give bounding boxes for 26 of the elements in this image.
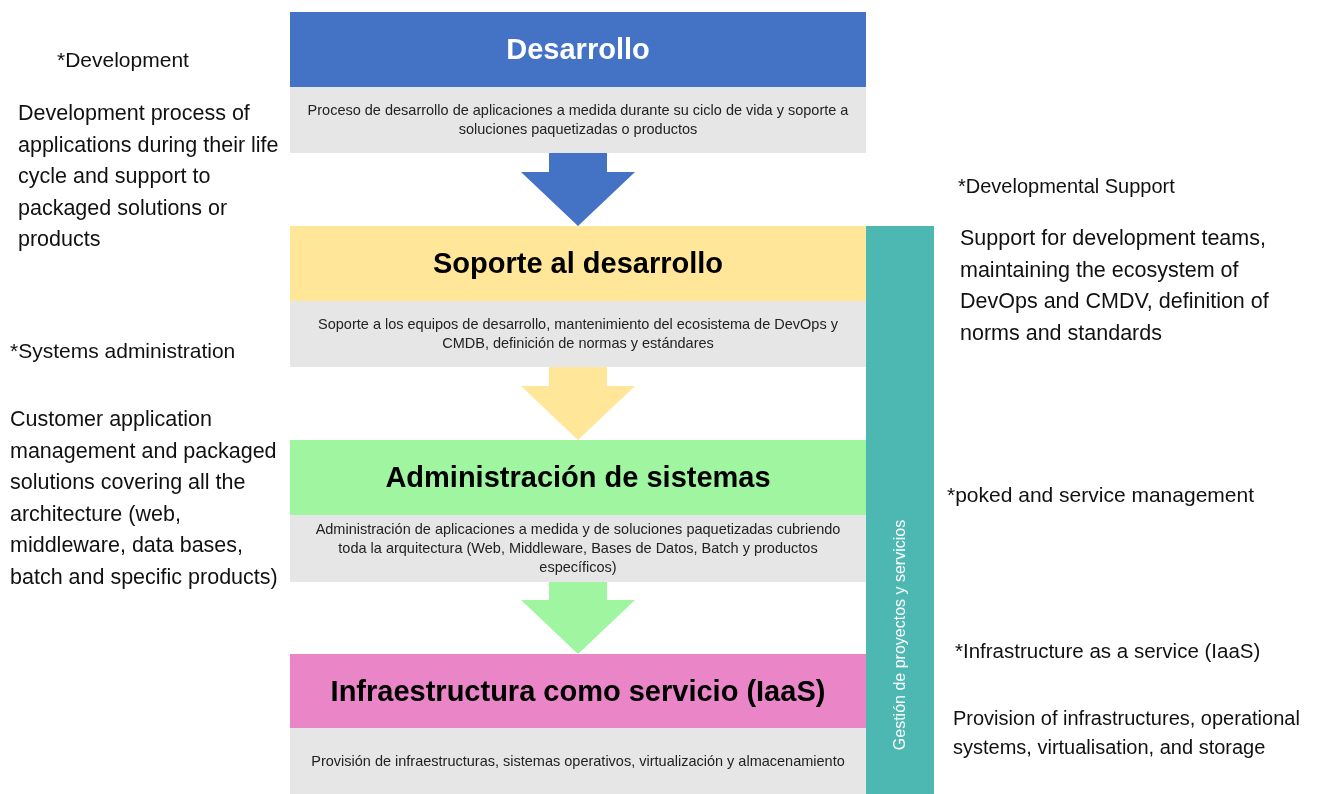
stage-title: Desarrollo — [290, 12, 866, 87]
block-arrow — [521, 582, 635, 654]
annotation-text: Support for development teams, maintaining the ecosystem of DevOps and CMDV, definition of norms and standards — [960, 225, 1270, 347]
block-arrow — [521, 153, 635, 226]
stage-description: Administración de aplicaciones a medida y de soluciones paquetizadas cubriendo toda la arquitectura (Web, Middleware, Bases de Datos, Batch y productos específicos) — [314, 520, 842, 577]
annotation-heading: *Development — [57, 47, 190, 73]
stage-panel — [290, 226, 866, 367]
stage-description: Proceso de desarrollo de aplicaciones a medida durante su ciclo de vida y soporte a soluciones paquetizadas o productos — [306, 101, 850, 139]
annotation-heading: *Infrastructure as a service (IaaS) — [955, 638, 1262, 664]
annotation-heading: *Developmental Support — [958, 174, 1176, 199]
stage-description: Provisión de infraestructuras, sistemas operativos, virtualización y almacenamiento — [310, 751, 846, 771]
stage-title: Infraestructura como servicio (IaaS) — [290, 654, 866, 728]
stage-panel — [290, 654, 866, 794]
vertical-band — [866, 226, 934, 794]
annotation-heading: *Systems administration — [10, 338, 237, 364]
stage-description: Soporte a los equipos de desarrollo, mantenimiento del ecosistema de DevOps y CMDB, definición de normas y estándares — [317, 315, 839, 353]
stage-panel — [290, 12, 866, 153]
vertical-label: Gestión de proyectos y servicios — [891, 519, 910, 751]
annotation-text: Provision of infrastructures, operational systems, virtualisation, and storage — [953, 706, 1301, 760]
annotation-heading: *poked and service management — [947, 482, 1256, 508]
annotation-text: Customer application management and packaged solutions covering all the architecture (web, middleware, data bases, batch and specific products) — [10, 406, 279, 591]
stage-panel — [290, 440, 866, 582]
stage-title: Administración de sistemas — [290, 440, 866, 515]
block-arrow — [521, 367, 635, 440]
stage-title: Soporte al desarrollo — [290, 226, 866, 301]
annotation-text: Development process of applications during their life cycle and support to packaged solutions or products — [18, 100, 280, 253]
